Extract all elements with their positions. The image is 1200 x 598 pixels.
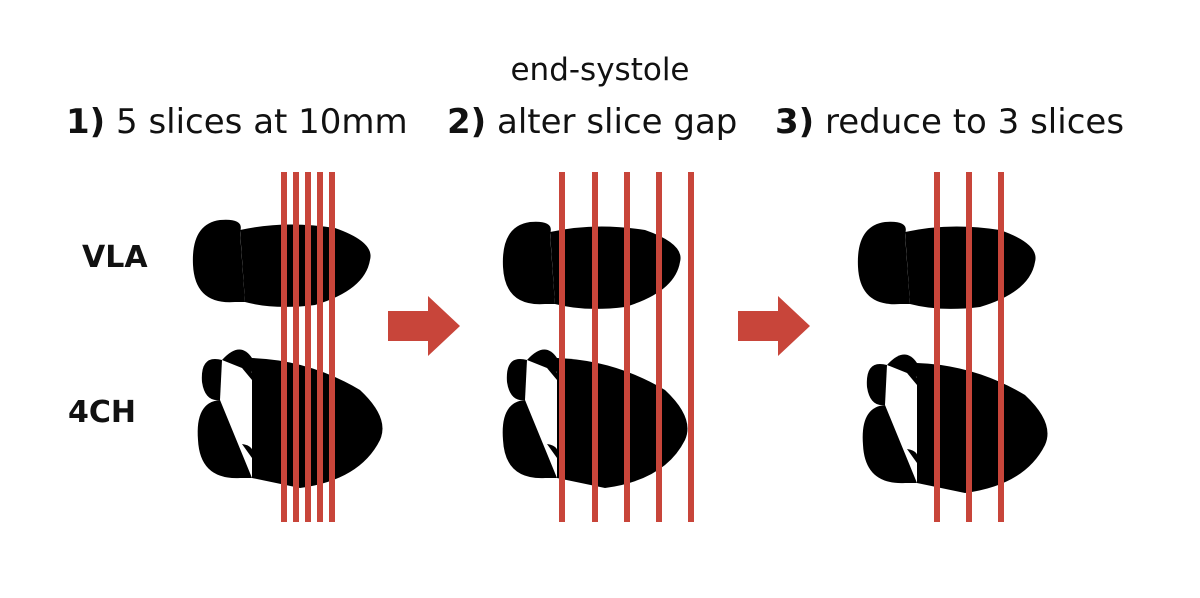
panel-1-slice-lines — [281, 172, 335, 522]
step-3-text: reduce to 3 slices — [825, 102, 1125, 142]
step-1-number: 1) — [66, 102, 106, 142]
panel-2-slice-lines — [559, 172, 694, 522]
panel-1-4ch-heart — [197, 349, 383, 488]
right-arrow-icon — [738, 296, 810, 356]
step-3-label: 3) reduce to 3 slices — [775, 102, 1124, 142]
diagram-title: end-systole — [510, 52, 690, 88]
step-3-number: 3) — [775, 102, 815, 142]
step-2-label: 2) alter slice gap — [447, 102, 737, 142]
panel-2-vla-heart — [502, 221, 681, 309]
row-label-4ch: 4CH — [68, 395, 136, 430]
right-arrow-icon — [388, 296, 460, 356]
step-2-text: alter slice gap — [497, 102, 738, 142]
step-1-label: 1) 5 slices at 10mm — [66, 102, 408, 142]
step-1-text: 5 slices at 10mm — [116, 102, 408, 142]
panel-3-vla-heart — [857, 221, 1036, 309]
row-label-vla: VLA — [82, 240, 148, 275]
panel-3-4ch-heart — [862, 354, 1048, 493]
step-2-number: 2) — [447, 102, 487, 142]
panel-3-slice-lines — [934, 172, 1004, 522]
